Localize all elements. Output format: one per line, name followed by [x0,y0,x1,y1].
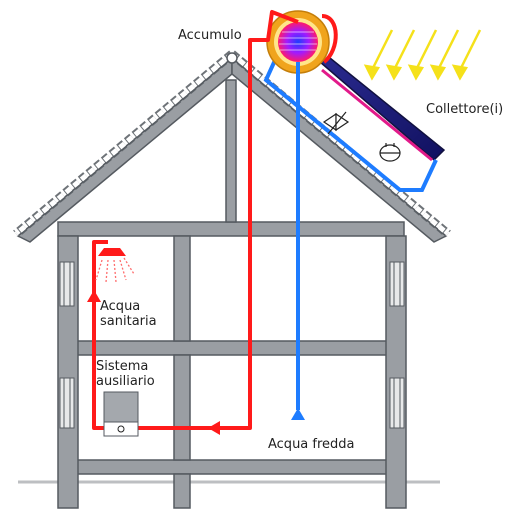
middle-floor-slab [65,340,401,356]
storage-label: Accumulo [178,28,242,43]
auxiliary-system-label-line1: Sistema [96,359,149,374]
check-valve-icon [322,111,350,135]
center-column-2 [173,354,191,461]
window-right-lower [389,377,405,429]
ground-floor-slab [65,459,401,475]
roof-ridge-cap [226,52,238,64]
hot-flow-arrow-up [87,290,101,302]
window-right-upper [389,261,405,307]
cold-flow-arrow-up [291,408,305,420]
windows [59,261,405,429]
auxiliary-system-label: Sistema ausiliario [96,359,155,389]
collector-hot-return [321,14,338,64]
storage-tank [266,10,330,74]
upper-ceiling-slab [57,221,405,237]
attic-post [225,79,237,223]
collector-loop [263,57,438,192]
center-column-1 [173,235,191,342]
hot-flow-arrow-left [208,421,220,435]
boiler-icon [103,391,139,437]
shower-icon [95,248,135,283]
pump-icon [379,143,401,162]
hot-water-label-line1: Acqua [100,299,141,314]
sun-ray-icon [363,29,482,81]
roof [13,50,451,243]
window-left-lower [59,377,75,429]
window-left-upper [59,261,75,307]
hot-water-pipe [92,10,299,430]
collectors-label: Collettore(i) [426,102,504,117]
center-column-3 [173,473,191,509]
auxiliary-system-label-line2: ausiliario [96,374,155,389]
hot-water-label: Acqua sanitaria [100,299,157,329]
cold-water-label: Acqua fredda [268,437,355,452]
hot-water-label-line2: sanitaria [100,314,157,329]
